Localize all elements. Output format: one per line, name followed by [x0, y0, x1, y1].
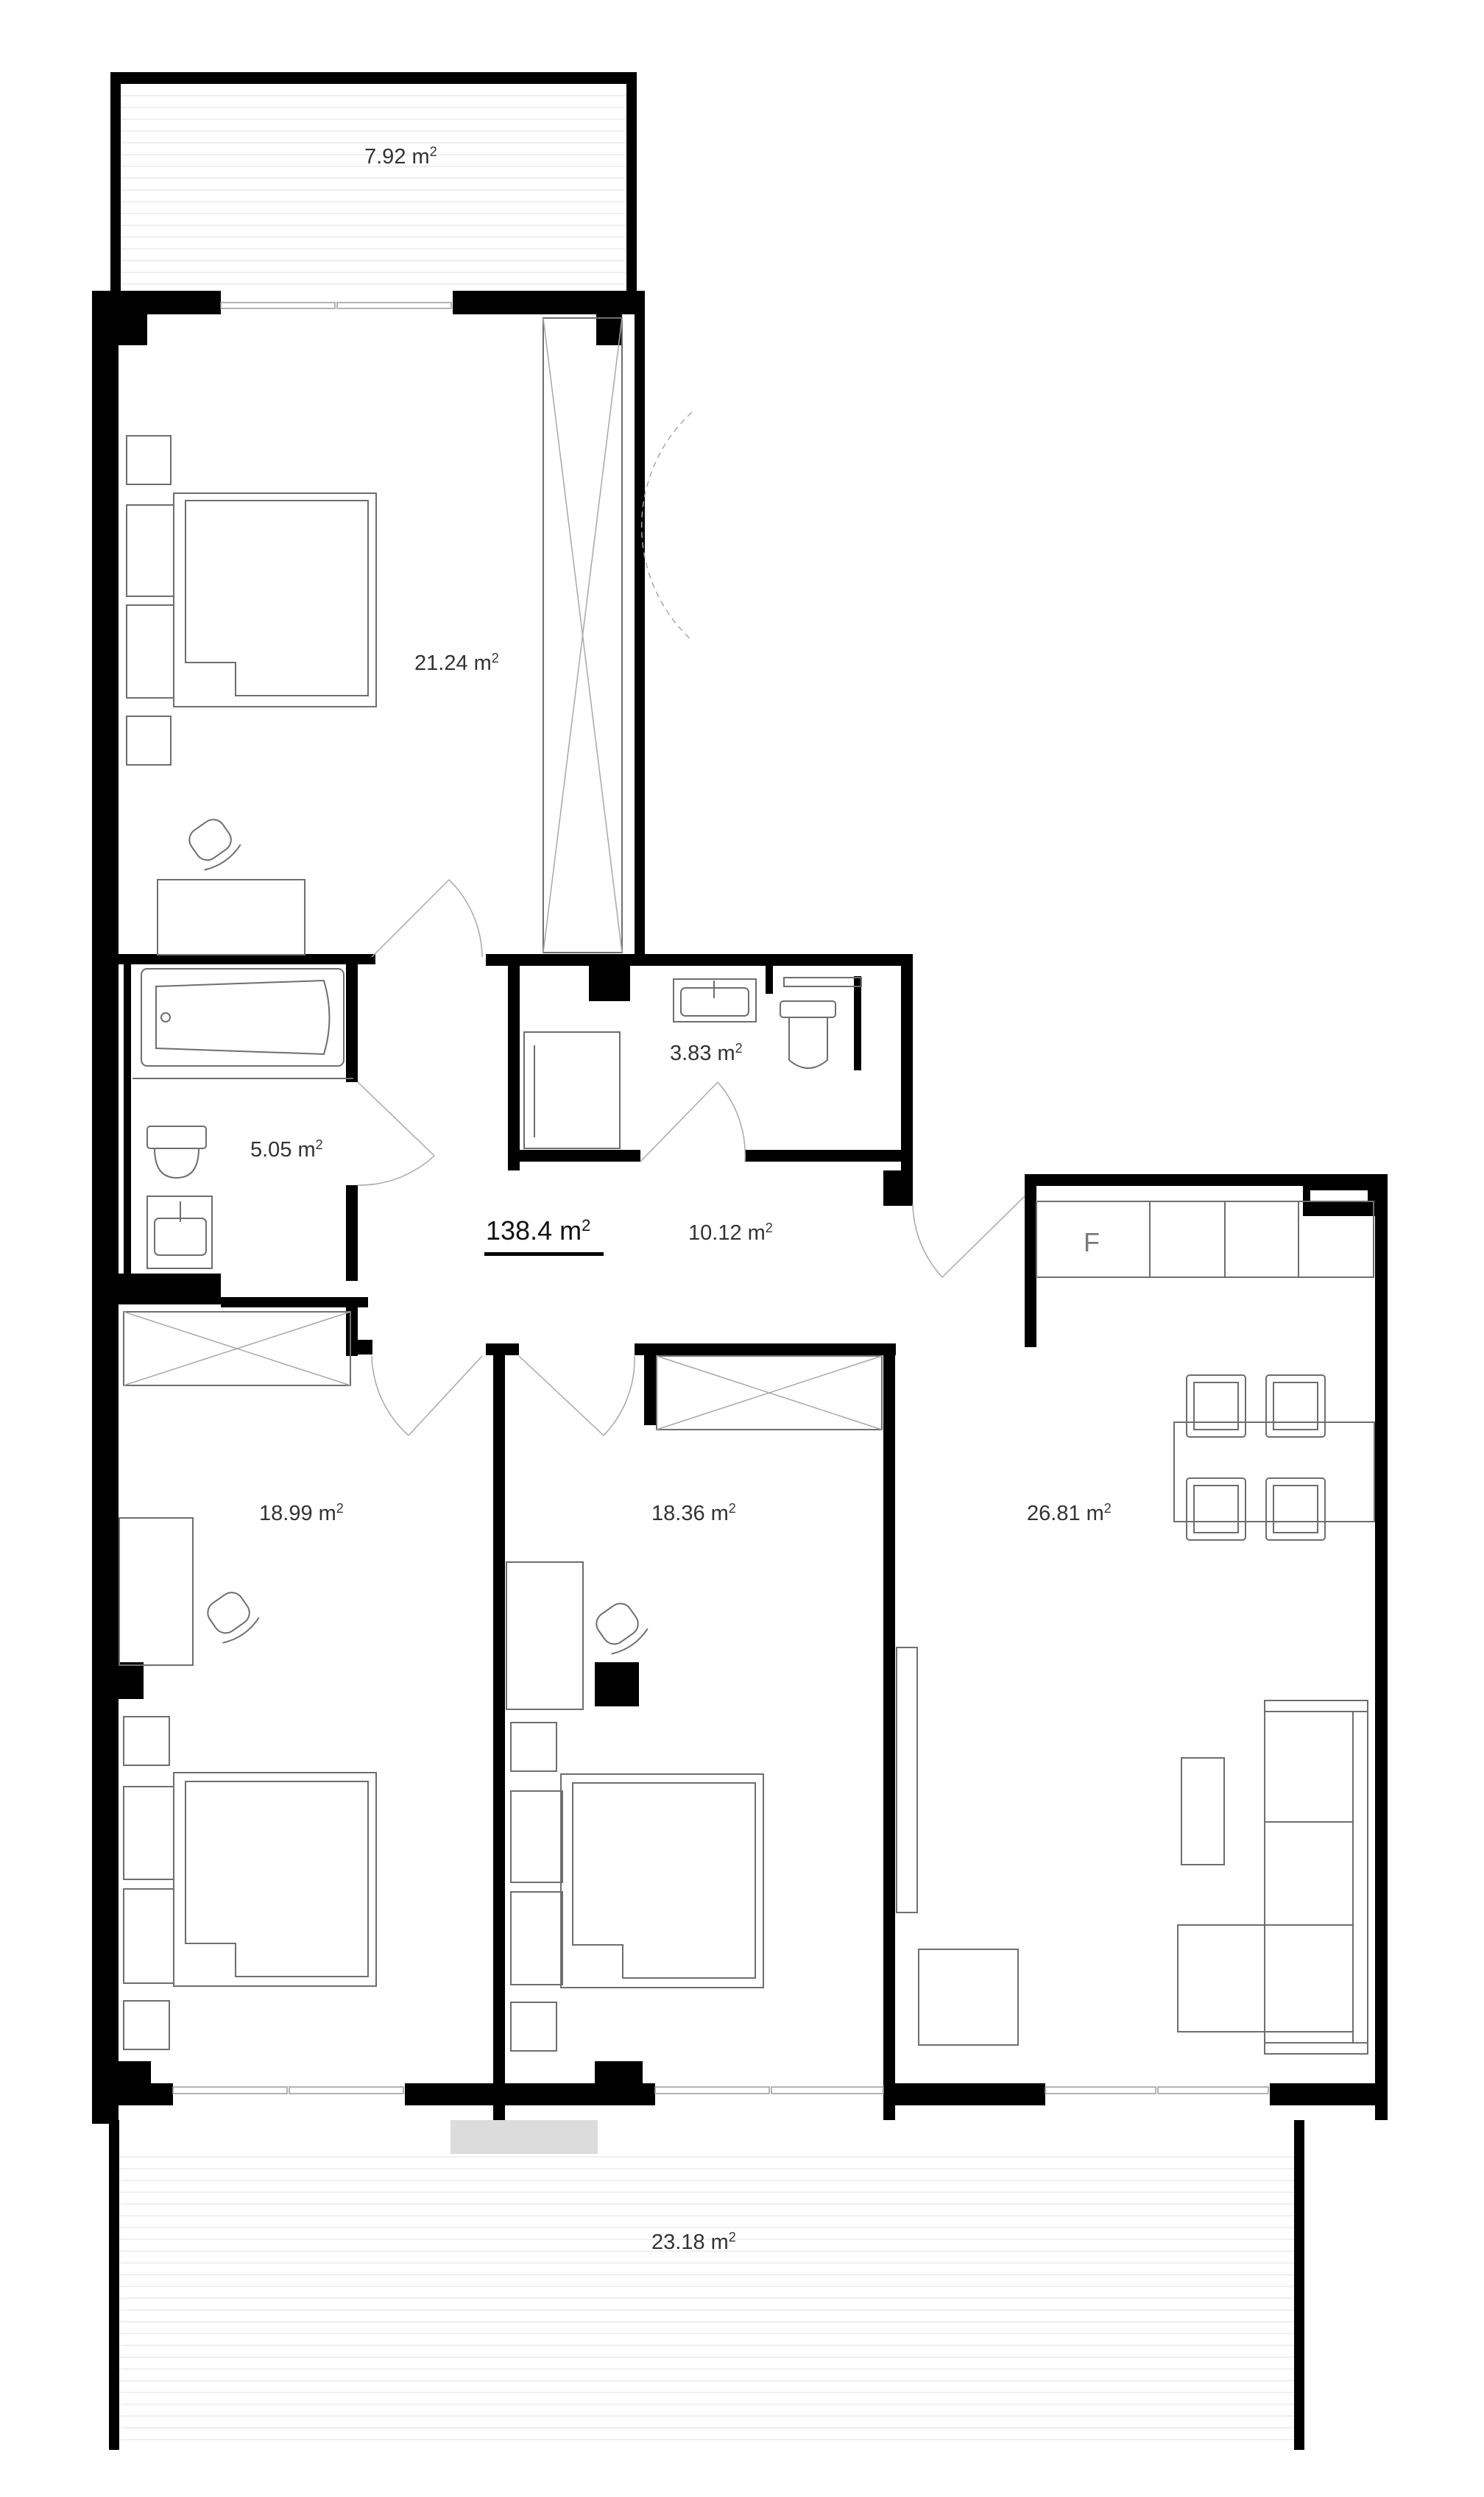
dining-chair: [1265, 1374, 1326, 1438]
wardrobes: [123, 317, 883, 1430]
walls: [92, 291, 1388, 2124]
terrace-bottom: [109, 2120, 1304, 2450]
fridge-label: F: [1084, 1227, 1100, 1257]
doors: [357, 412, 1025, 1436]
dining-chair: [1186, 1477, 1246, 1541]
area-bedroom-left: 18.99 m2: [259, 1501, 344, 1525]
bedroom-top-furniture: [126, 435, 377, 956]
area-hall: 10.12 m2: [688, 1221, 773, 1245]
area-wc: 3.83 m2: [670, 1041, 743, 1065]
area-bathroom: 5.05 m2: [250, 1137, 323, 1162]
bedroom-middle-furniture: [506, 1561, 764, 2052]
living-furniture: F: [896, 1201, 1375, 2055]
area-bedroom-middle: 18.36 m2: [651, 1501, 736, 1525]
balcony-top: [110, 72, 637, 293]
area-balcony-top: 7.92 m2: [364, 144, 437, 169]
area-bedroom-top: 21.24 m2: [414, 651, 499, 675]
windows: [172, 302, 1269, 2094]
terrace-step: [451, 2120, 598, 2154]
area-living-kitchen: 26.81 m2: [1027, 1501, 1112, 1525]
area-terrace: 23.18 m2: [651, 2230, 736, 2254]
total-area: 138.4 m2: [486, 1215, 590, 1246]
room-labels: 7.92 m2 21.24 m2 5.05 m2 3.83 m2 10.12 m…: [250, 144, 1112, 2254]
wc-furniture: [523, 977, 862, 1149]
bathroom-furniture: [132, 968, 353, 1269]
dining-chair: [1265, 1477, 1326, 1541]
dining-chair: [1186, 1374, 1246, 1438]
bedroom-left-furniture: [119, 1517, 377, 2050]
total-area-underline: [484, 1252, 604, 1256]
